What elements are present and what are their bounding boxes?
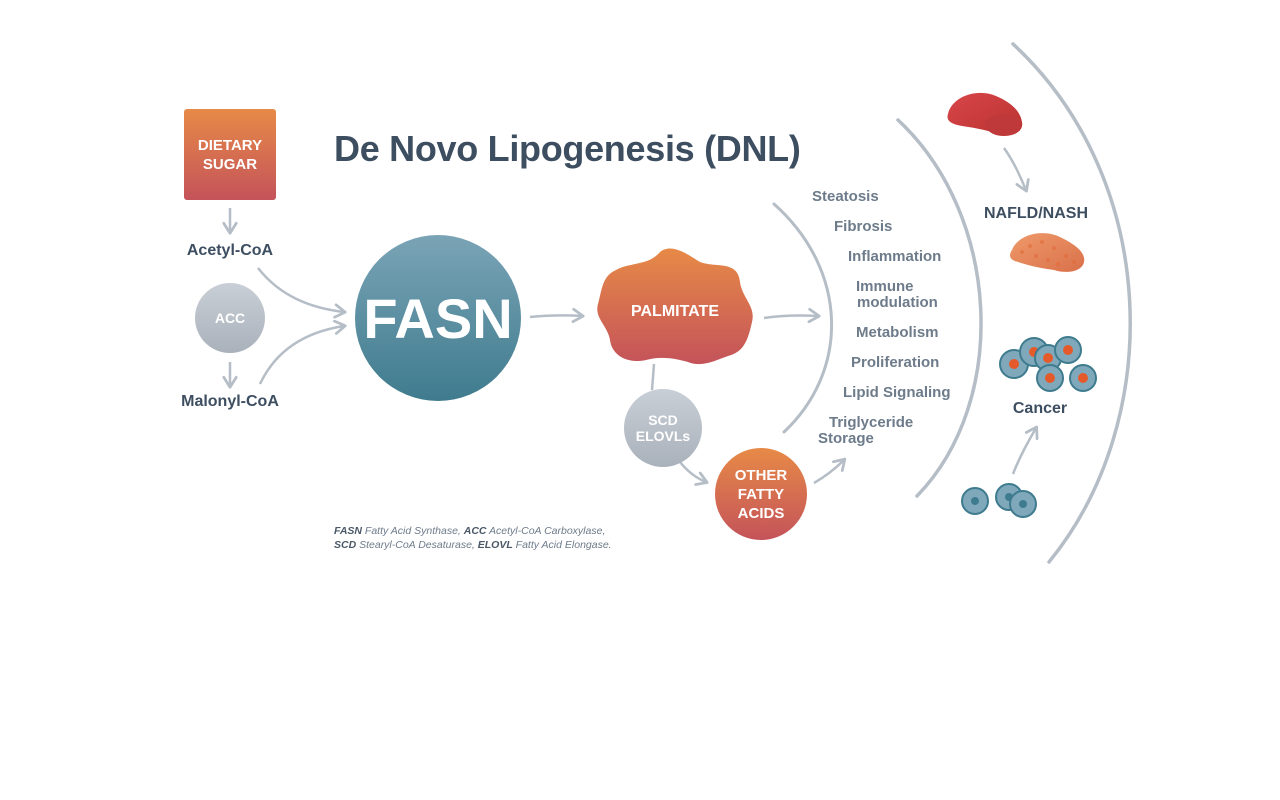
ofa-label-3: ACIDS	[737, 504, 785, 522]
scd-label: SCD	[648, 412, 678, 428]
outer-arc-2	[1011, 42, 1132, 564]
footnote-abbr: ACC	[463, 525, 487, 537]
footnote-text: Fatty Acid Synthase,	[362, 525, 464, 537]
arrow-icon	[813, 460, 844, 485]
effects-bracket-arc	[772, 202, 833, 434]
liver-healthy-icon	[947, 92, 1023, 136]
liver-diseased-icon	[1010, 233, 1085, 272]
footnote-line-1: FASN Fatty Acid Synthase, ACC Acetyl-CoA…	[334, 524, 612, 538]
footnote-text: Fatty Acid Elongase.	[512, 539, 612, 551]
effect-storage: Storage	[818, 430, 874, 447]
dietary-sugar-label-2: SUGAR	[202, 155, 258, 173]
elovls-label: ELOVLs	[635, 428, 691, 444]
other-fatty-acids-node: OTHER FATTY ACIDS	[715, 448, 807, 540]
abbreviations-footnote: FASN Fatty Acid Synthase, ACC Acetyl-CoA…	[334, 524, 612, 552]
malonyl-coa-label: Malonyl-CoA	[181, 393, 279, 410]
footnote-text: Stearyl-CoA Desaturase,	[356, 539, 478, 551]
footnote-abbr: SCD	[334, 539, 357, 551]
arrow-icon	[763, 315, 818, 318]
footnote-line-2: SCD Stearyl-CoA Desaturase, ELOVL Fatty …	[334, 538, 612, 552]
fasn-label: FASN	[363, 286, 513, 350]
palmitate-shape	[597, 248, 753, 365]
effect-steatosis: Steatosis	[812, 188, 879, 205]
arrow-icon	[1011, 428, 1036, 475]
arrow-icon	[1002, 147, 1026, 190]
outer-arc-1	[896, 118, 983, 498]
page-title: De Novo Lipogenesis (DNL)	[334, 128, 801, 169]
palmitate-label: PALMITATE	[631, 303, 719, 320]
acc-label: ACC	[214, 310, 246, 326]
ofa-label-1: OTHER	[734, 466, 788, 484]
effect-modulation: modulation	[857, 294, 938, 311]
arrow-icon	[529, 315, 582, 317]
effect-metabolism: Metabolism	[856, 324, 939, 341]
arrow-icon	[650, 363, 656, 391]
effect-proliferation: Proliferation	[851, 354, 940, 371]
arrow-icon	[679, 461, 706, 482]
acetyl-coa-label: Acetyl-CoA	[186, 242, 274, 259]
dietary-sugar-box: DIETARY SUGAR	[184, 109, 276, 200]
arrow-icon	[258, 326, 344, 385]
nafld-nash-label: NAFLD/NASH	[984, 205, 1088, 222]
footnote-abbr: FASN	[334, 525, 363, 537]
scd-elovls-node: SCD ELOVLs	[624, 389, 702, 467]
effect-immune: Immune	[856, 278, 914, 295]
ofa-label-2: FATTY	[737, 485, 785, 503]
cancer-cells-icon	[999, 336, 1097, 392]
acc-node: ACC	[195, 283, 265, 353]
normal-cells-icon	[961, 483, 1037, 518]
footnote-text: Acetyl-CoA Carboxylase,	[486, 525, 606, 537]
fasn-node: FASN	[355, 235, 521, 401]
effect-fibrosis: Fibrosis	[834, 218, 893, 235]
effect-inflammation: Inflammation	[848, 248, 942, 265]
footnote-abbr: ELOVL	[477, 539, 513, 551]
cancer-label: Cancer	[1012, 400, 1068, 417]
effect-triglyceride: Triglyceride	[829, 414, 914, 431]
dietary-sugar-label-1: DIETARY	[197, 136, 263, 154]
arrow-icon	[257, 267, 344, 312]
effect-lipid-signaling: Lipid Signaling	[843, 384, 951, 401]
